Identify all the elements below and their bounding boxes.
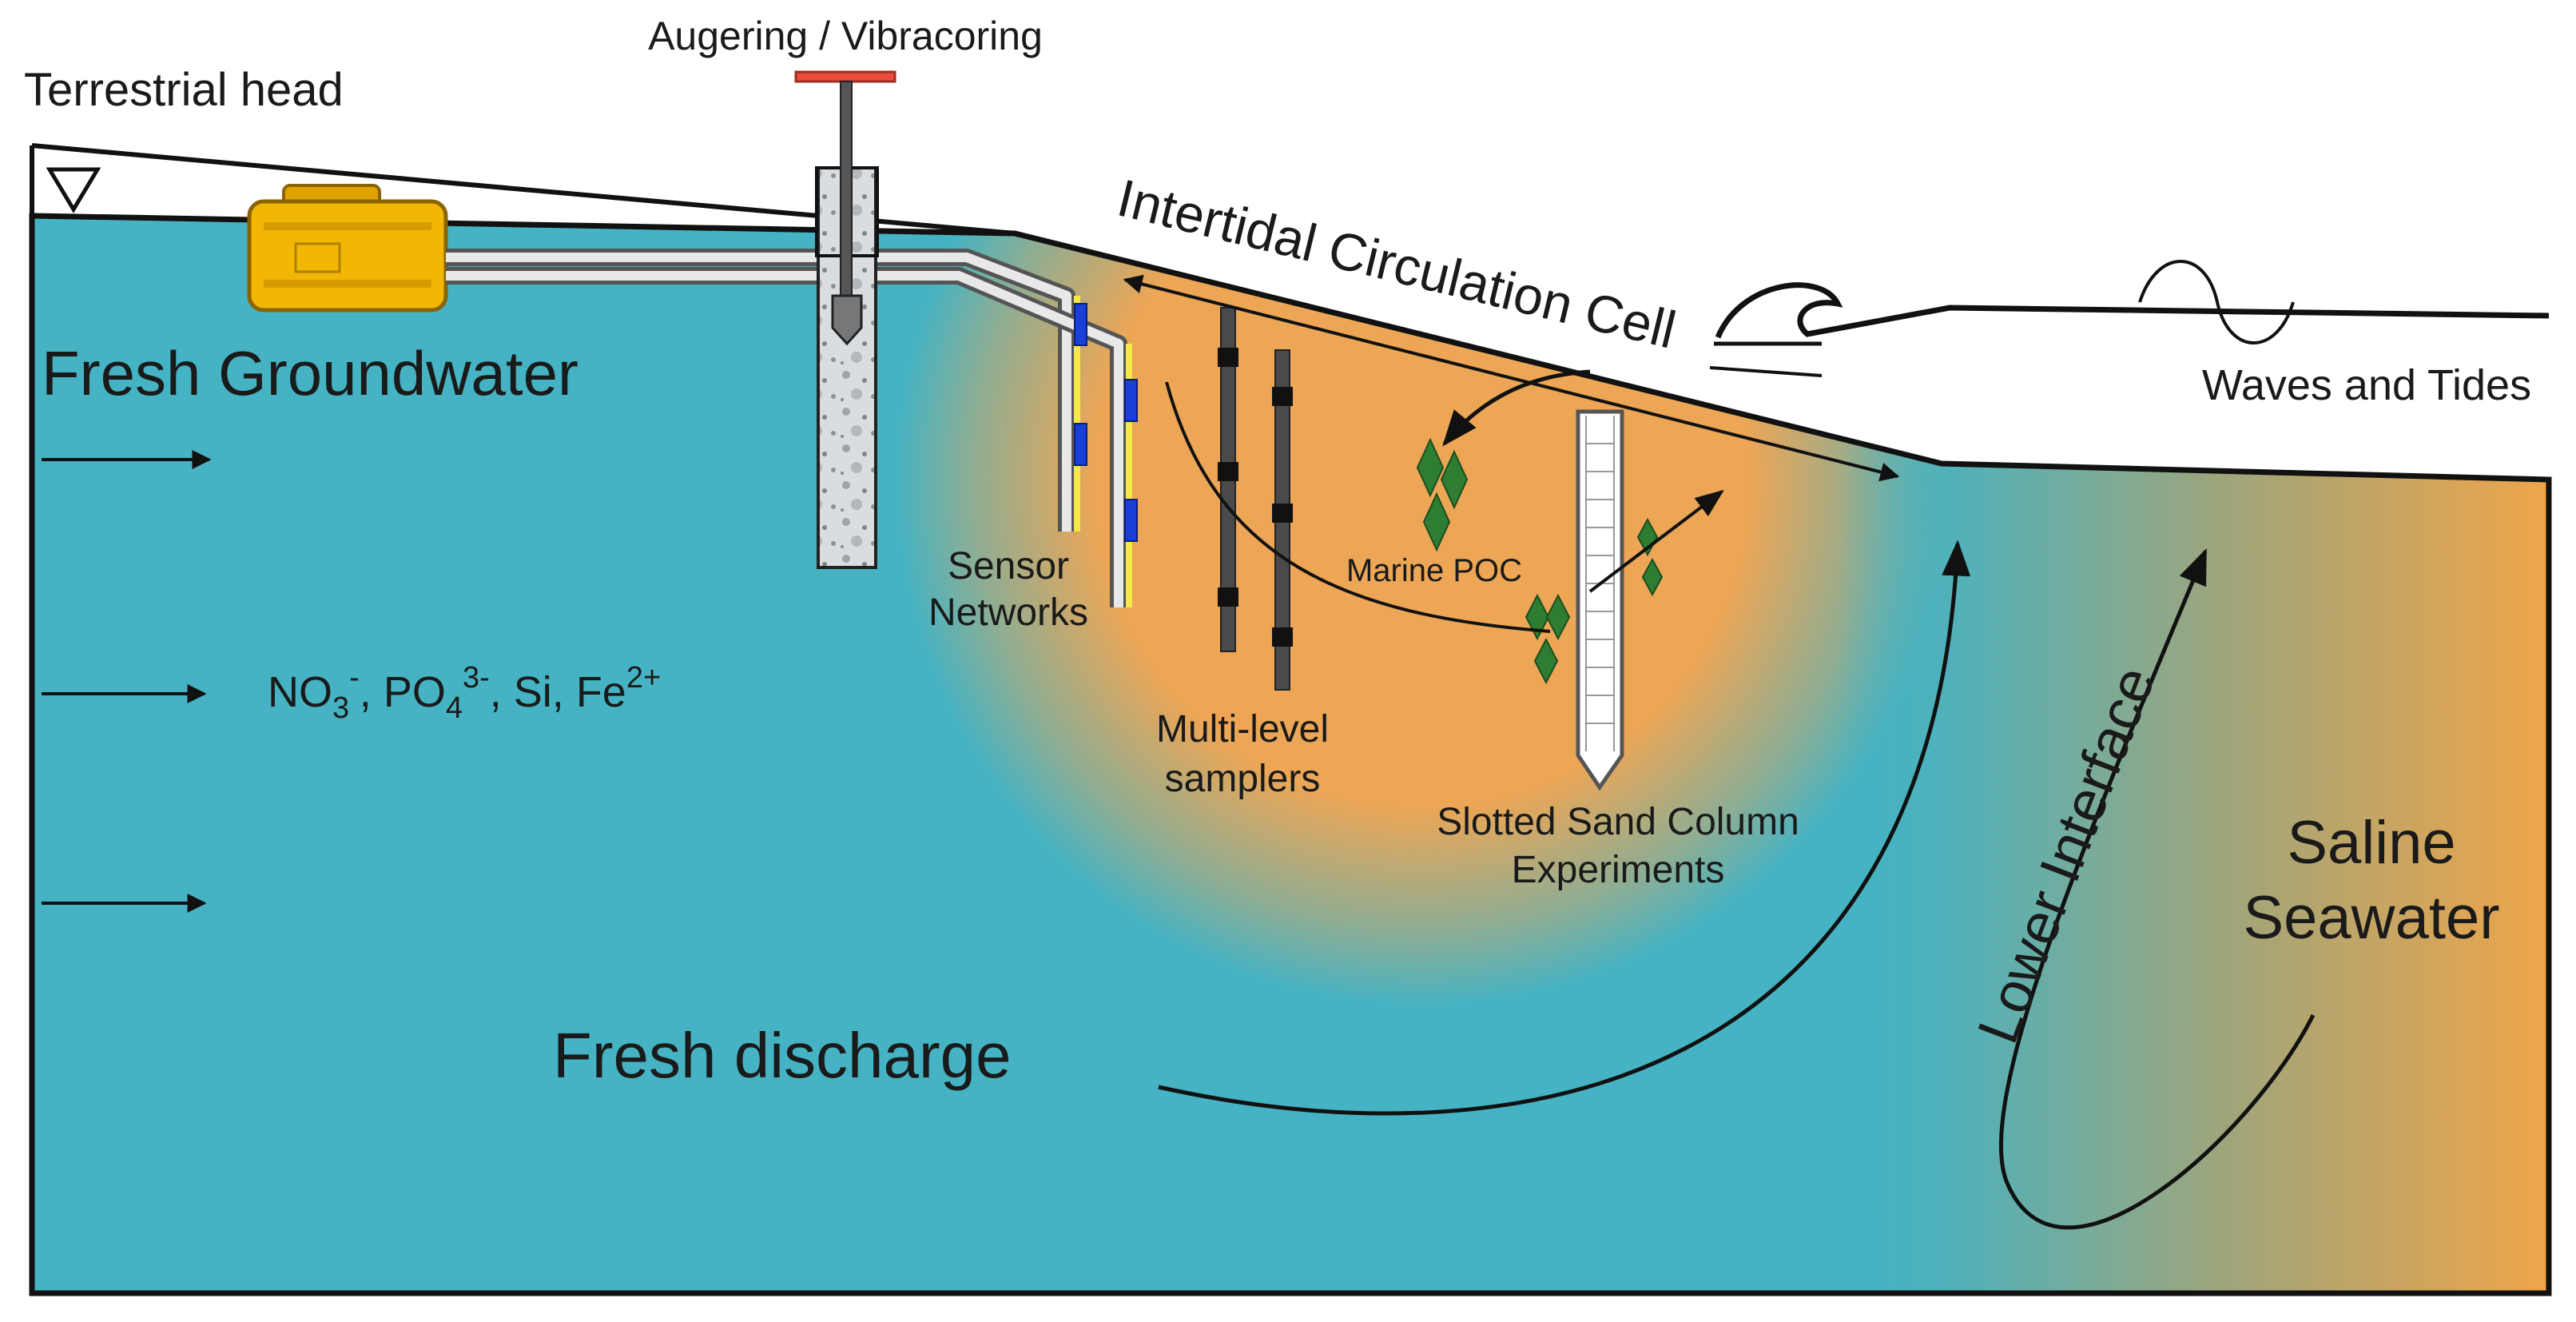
no3-base: NO — [268, 668, 332, 716]
terrestrial-head-label: Terrestrial head — [24, 64, 344, 116]
sensor-networks-label-2: Networks — [928, 591, 1088, 634]
auger-bit-icon — [831, 294, 863, 346]
slotted-sand-column — [1576, 409, 1624, 791]
saline-seawater-label-1: Saline — [2287, 809, 2455, 877]
tide-sine-icon — [2138, 260, 2295, 344]
po4-sub: 4 — [446, 691, 463, 725]
fe-sup: 2+ — [626, 661, 661, 695]
intertidal-cell-arrow — [1123, 274, 1900, 482]
poc-input-arrow — [1442, 369, 1591, 447]
seawater-circulation-arrow — [1998, 548, 2316, 1230]
fresh-groundwater-label: Fresh Groundwater — [42, 338, 578, 408]
po4-base: PO — [384, 668, 446, 716]
sensor-node — [1124, 499, 1138, 542]
waves-tides-label: Waves and Tides — [2202, 361, 2531, 409]
sea-surface — [1709, 260, 2550, 377]
sensor-node — [1124, 379, 1138, 422]
auger-vibracorer — [794, 70, 896, 569]
sensor-networks-label-1: Sensor — [948, 545, 1069, 587]
water-table-triangle-icon — [46, 167, 101, 213]
augering-label: Augering / Vibracoring — [648, 14, 1043, 58]
column-icon — [1576, 409, 1624, 791]
flow-arrows — [42, 274, 2316, 1230]
po4-sup: 3- — [463, 661, 490, 695]
wave-icon — [1715, 282, 2550, 339]
nutrients-sep-1: , — [360, 668, 384, 716]
no3-sub: 3 — [332, 691, 349, 725]
sensor-node — [1074, 303, 1087, 346]
slotted-column-label-2: Experiments — [1512, 849, 1725, 891]
multilevel-label-2: samplers — [1165, 758, 1321, 800]
case-icon — [247, 199, 448, 313]
multilevel-label-1: Multi-level — [1156, 708, 1329, 751]
fresh-discharge-arrow — [1158, 540, 1971, 1116]
nutrients-label: NO3-, PO43-, Si, Fe2+ — [268, 661, 661, 725]
marine-poc-label: Marine POC — [1346, 553, 1522, 588]
intertidal-flow-arrow — [1165, 381, 1551, 633]
auger-rod — [840, 81, 853, 305]
fresh-discharge-label: Fresh discharge — [553, 1020, 1012, 1091]
auger-handle — [794, 70, 896, 83]
saline-seawater-label-2: Seawater — [2243, 884, 2499, 952]
nutrients-sep-2: , Si, — [490, 668, 576, 716]
slotted-column-label-1: Slotted Sand Column — [1437, 801, 1799, 843]
sensor-logger-case — [247, 184, 448, 313]
outflow-arrow — [1588, 489, 1724, 593]
sensor-cables — [446, 249, 1132, 607]
fe-base: Fe — [576, 668, 626, 716]
sensor-node — [1074, 423, 1087, 466]
no3-sup: - — [349, 661, 360, 695]
